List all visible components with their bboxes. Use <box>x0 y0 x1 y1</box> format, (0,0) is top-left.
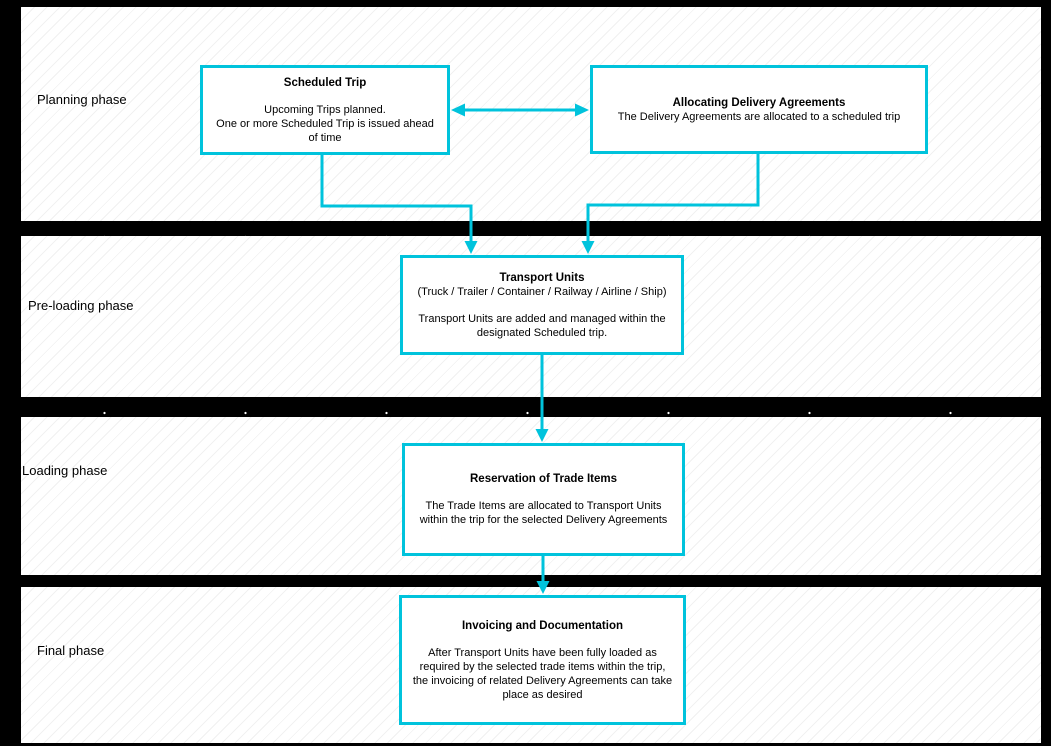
lane-label-planning: Planning phase <box>37 92 127 107</box>
node-body: The Delivery Agreements are allocated to… <box>617 110 901 123</box>
phase-divider-3 <box>0 575 1051 587</box>
node-body: The Trade Items are allocated to Transpo… <box>419 500 668 526</box>
node-invoicing-and-documentation[interactable]: Invoicing and Documentation After Transp… <box>399 595 686 725</box>
node-reservation-of-trade-items[interactable]: Reservation of Trade Items The Trade Ite… <box>402 443 685 556</box>
node-allocating-delivery-agreements[interactable]: Allocating Delivery Agreements The Deliv… <box>590 65 928 154</box>
phase-divider-2 <box>0 397 1051 417</box>
node-body: After Transport Units have been fully lo… <box>412 646 673 701</box>
phase-divider-1 <box>0 221 1051 236</box>
lane-label-pre-loading: Pre-loading phase <box>28 298 134 313</box>
node-scheduled-trip[interactable]: Scheduled Trip Upcoming Trips planned. O… <box>200 65 450 155</box>
node-subtitle: (Truck / Trailer / Container / Railway /… <box>417 285 667 298</box>
node-transport-units[interactable]: Transport Units (Truck / Trailer / Conta… <box>400 255 684 355</box>
node-body: Transport Units are added and managed wi… <box>418 312 666 339</box>
node-title: Scheduled Trip <box>283 76 367 89</box>
node-body: Upcoming Trips planned. One or more Sche… <box>216 103 434 144</box>
lane-label-final: Final phase <box>37 643 105 658</box>
node-title: Reservation of Trade Items <box>470 473 617 485</box>
lane-label-loading: Loading phase <box>22 463 108 478</box>
node-title: Invoicing and Documentation <box>461 619 623 632</box>
node-title: Allocating Delivery Agreements <box>672 96 846 109</box>
node-title: Transport Units <box>499 271 585 284</box>
